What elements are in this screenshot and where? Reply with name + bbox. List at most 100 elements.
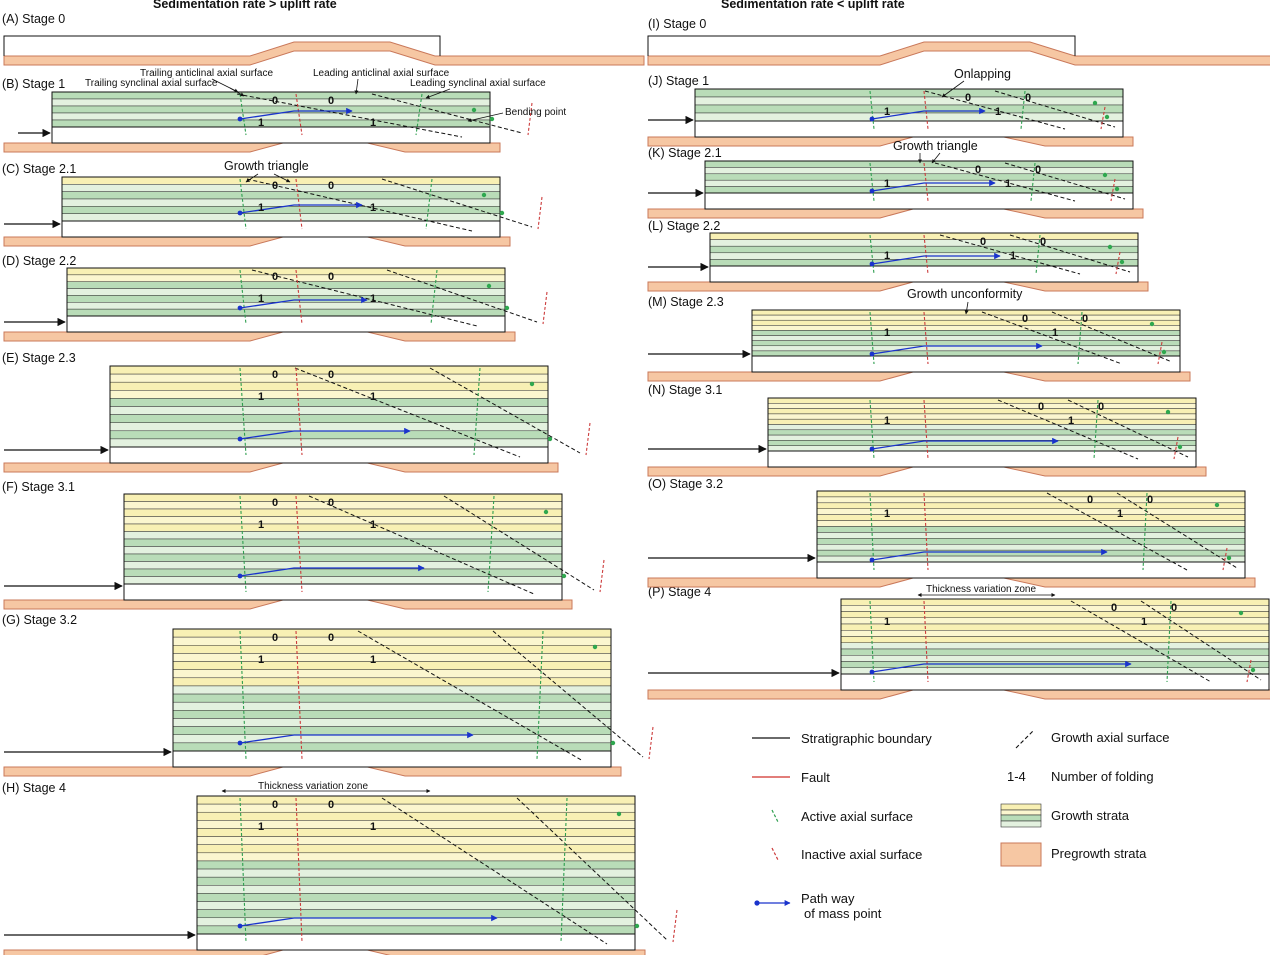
growth-point	[547, 436, 553, 442]
stratum	[816, 514, 1246, 521]
active-axial-surface	[1035, 234, 1041, 275]
growth-point	[1165, 409, 1171, 415]
folding-number: 0	[1040, 236, 1046, 248]
panel-label-f: (F) Stage 3.1	[2, 480, 75, 494]
folding-number: 0	[1035, 164, 1041, 176]
active-axial-surface	[1142, 492, 1148, 571]
stratum	[123, 523, 563, 532]
hanging-wall-base	[196, 933, 636, 951]
legend	[752, 729, 1042, 906]
stratum	[109, 422, 549, 432]
hanging-wall-base	[840, 673, 1270, 691]
section-outline	[767, 397, 1197, 468]
stratum	[840, 655, 1270, 662]
stratum	[66, 267, 506, 276]
panel-label-g: (G) Stage 3.2	[2, 613, 78, 627]
stratum	[840, 636, 1270, 643]
growth-point	[499, 210, 505, 216]
stratum	[172, 661, 612, 670]
growth-point	[1149, 321, 1155, 327]
folding-number: 1	[1052, 327, 1058, 339]
growth-point	[1119, 259, 1125, 265]
mass-point	[237, 305, 243, 311]
inactive-axial-surface	[923, 234, 929, 275]
stratum	[840, 598, 1270, 606]
stratum	[767, 424, 1197, 431]
mass-point	[237, 436, 243, 442]
section-outline	[196, 795, 636, 951]
active-axial-surface	[239, 495, 247, 593]
stratum	[66, 281, 506, 289]
inactive-axial-surface	[923, 311, 929, 365]
folding-number: 1	[370, 519, 376, 531]
stratum	[694, 112, 1124, 122]
growth-axial-surface	[386, 269, 538, 323]
annotation-thickness-zone-h: Thickness variation zone	[258, 781, 368, 792]
mass-point-pathway	[239, 914, 498, 927]
growth-axial-surface	[357, 630, 584, 762]
active-axial-surface	[415, 93, 423, 136]
mass-point	[869, 669, 875, 675]
annotation-bending-point: Bending point	[505, 107, 566, 118]
folding-number: 0	[272, 369, 278, 381]
stratum	[172, 636, 612, 646]
section-outline	[840, 598, 1270, 691]
folding-number: 1	[370, 117, 376, 129]
stratum	[172, 718, 612, 727]
stratum	[751, 325, 1181, 331]
stratum	[816, 526, 1246, 533]
growth-axial-surface	[308, 495, 535, 595]
growth-point	[561, 573, 567, 579]
inactive-axial-surface	[1246, 659, 1252, 683]
inactive-axial-surface	[295, 630, 303, 760]
active-axial-surface	[869, 234, 875, 275]
stratum	[123, 508, 563, 517]
stratum	[694, 88, 1124, 98]
stratum	[196, 860, 636, 870]
panel-label-c: (C) Stage 2.1	[2, 162, 77, 176]
legend-active-axial-surface: Active axial surface	[801, 809, 913, 824]
growth-axial-surface	[939, 234, 1081, 275]
folding-number: 0	[1038, 401, 1044, 413]
inactive-axial-surface	[599, 559, 605, 593]
growth-axial-surface	[1009, 234, 1131, 273]
hanging-wall-base	[704, 192, 1134, 210]
growth-axial-surface	[924, 90, 1066, 130]
growth-axial-surface	[934, 162, 1076, 202]
pregrowth-band	[647, 41, 1270, 66]
stratum	[66, 288, 506, 296]
growth-axial-surface	[981, 311, 1123, 365]
inactive-axial-surface	[923, 600, 929, 683]
stratum	[172, 645, 612, 654]
stratum	[172, 685, 612, 695]
folding-number: 1	[370, 293, 376, 305]
folding-number: 0	[328, 497, 334, 509]
mass-point-pathway	[871, 660, 1132, 673]
inactive-axial-surface	[295, 269, 303, 325]
growth-point	[1102, 172, 1108, 178]
stratum	[751, 314, 1181, 321]
annotation-growth-triangle-c: Growth triangle	[224, 159, 309, 173]
stratum	[123, 553, 563, 562]
folding-number: 0	[1147, 494, 1153, 506]
panel-label-m: (M) Stage 2.3	[648, 295, 724, 309]
section-outline	[51, 91, 491, 144]
section-outline	[109, 365, 549, 464]
folding-number: 0	[980, 236, 986, 248]
legend-inactive-axial-symbol	[771, 847, 779, 861]
stratum	[196, 803, 636, 813]
growth-point	[1177, 444, 1183, 450]
active-axial-surface	[239, 630, 247, 760]
growth-point	[486, 283, 492, 289]
hanging-wall-base	[109, 446, 549, 464]
mass-point	[869, 351, 875, 357]
panel-label-a: (A) Stage 0	[2, 12, 66, 26]
section-outline	[123, 493, 563, 601]
growth-point	[489, 116, 495, 122]
stratum	[196, 836, 636, 845]
stratum	[767, 403, 1197, 409]
folding-number: 0	[328, 271, 334, 283]
mass-point	[869, 188, 875, 194]
legend-growth-axial-surface: Growth axial surface	[1051, 730, 1170, 745]
